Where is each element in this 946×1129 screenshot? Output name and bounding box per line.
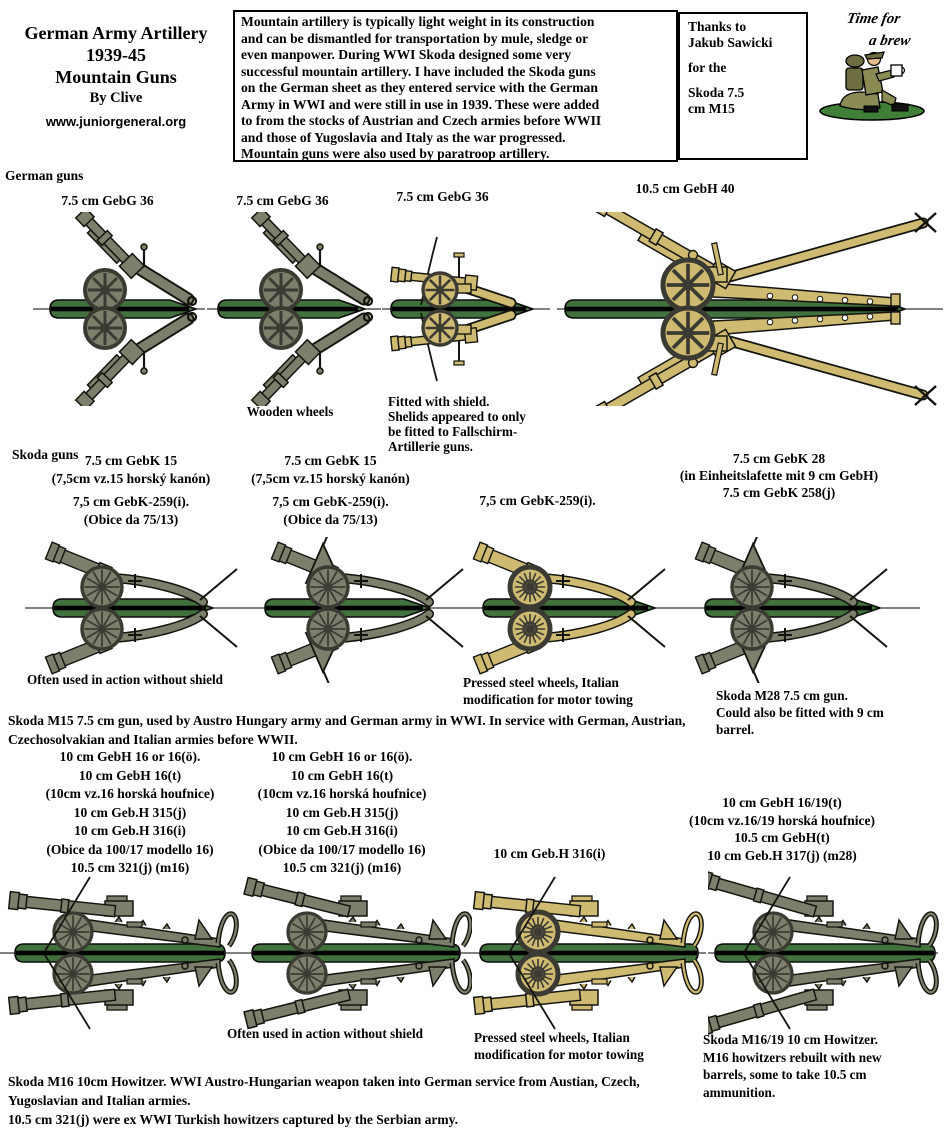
soldier-tea-illustration: [819, 51, 925, 121]
brew-caption-line1: Time for: [845, 11, 902, 27]
gun-figure-gebg36-1: [33, 212, 205, 406]
gun-figure-gebg36-2: [207, 212, 381, 406]
gun-note-wooden-wheels: Wooden wheels: [246, 404, 334, 419]
gun-figure-skoda-m15: [25, 537, 247, 683]
gun-label-gebg36-2: 7.5 cm GebG 36: [236, 193, 329, 208]
gun-label-gebk28: 7.5 cm GebK 28 (in Einheitslafette mit 9…: [679, 451, 879, 500]
gun-note-steel-wheels-2: Pressed steel wheels, Italian modificati…: [474, 1030, 644, 1062]
gun-figure-m16: [240, 870, 472, 1038]
gun-figure-skoda-m15-shield: [247, 537, 470, 683]
gun-label-gebk15-2b: 7,5 cm GebK-259(i). (Obice da 75/13): [272, 494, 389, 527]
description-box: Mountain artillery is typically light we…: [233, 10, 678, 162]
section-heading-skoda-guns: Skoda guns: [12, 447, 79, 462]
gun-label-gebk15-2a: 7.5 cm GebK 15 (7,5cm vz.15 horský kanón…: [251, 453, 410, 486]
gun-note-no-shield-2: Often used in action without shield: [227, 1026, 424, 1041]
gun-label-gebg36-1: 7.5 cm GebG 36: [61, 193, 154, 208]
gun-note-steel-wheels: Pressed steel wheels, Italian modificati…: [463, 675, 633, 707]
thanks-line-2: for the: [688, 60, 727, 75]
gun-label-gebh16-2: 10 cm GebH 16 or 16(ö). 10 cm GebH 16(t)…: [257, 749, 427, 875]
gun-label-gebk15-1b: 7,5 cm GebK-259(i). (Obice da 75/13): [72, 494, 190, 527]
section-heading-german-guns: German guns: [5, 168, 84, 183]
gun-label-gebg36-3: 7.5 cm GebG 36: [396, 189, 489, 204]
gun-figure-gebh40: [557, 212, 943, 406]
gun-note-no-shield: Often used in action without shield: [27, 672, 224, 687]
gun-figure-gebg36-shield: [382, 212, 550, 406]
gun-label-gebh1619: 10 cm GebH 16/19(t) (10cm vz.16/19 horsk…: [689, 795, 875, 863]
gun-figure-skoda-m28: [685, 537, 920, 683]
gun-figure-m16-steel: [472, 870, 706, 1038]
byline: By Clive: [89, 90, 143, 106]
gun-label-gebh316: 10 cm Geb.H 316(i): [493, 846, 606, 861]
gun-figure-skoda-m15-steel: [470, 537, 685, 683]
thanks-box: Thanks to Jakub Sawicki for the Skoda 7.…: [678, 12, 808, 160]
website-url: www.juniorgeneral.org: [45, 114, 187, 129]
gun-note-shield: Fitted with shield. Shelids appeared to …: [388, 394, 526, 454]
skoda-m16-caption: Skoda M16 10cm Howitzer. WWI Austro-Hung…: [8, 1074, 640, 1127]
gun-figure-m16-shield: [0, 870, 240, 1038]
gun-label-gebk259: 7,5 cm GebK-259(i).: [479, 493, 596, 508]
gun-figure-m16-19: [708, 870, 938, 1038]
thanks-line-1: Thanks to Jakub Sawicki: [688, 19, 773, 50]
skoda-m15-caption: Skoda M15 7.5 cm gun, used by Austro Hun…: [8, 713, 686, 747]
gun-label-gebh40: 10.5 cm GebH 40: [635, 181, 735, 196]
page-title: German Army Artillery 1939-45 Mountain G…: [24, 23, 208, 87]
thanks-line-3: Skoda 7.5 cm M15: [688, 85, 745, 116]
gun-label-gebk15-1a: 7.5 cm GebK 15 (7,5cm vz.15 horský kanón…: [51, 453, 211, 486]
gun-note-m16-19: Skoda M16/19 10 cm Howitzer. M16 howitze…: [703, 1032, 882, 1100]
gun-label-gebh16-1: 10 cm GebH 16 or 16(ö). 10 cm GebH 16(t)…: [45, 749, 215, 875]
gun-note-m28: Skoda M28 7.5 cm gun. Could also be fitt…: [716, 688, 884, 737]
